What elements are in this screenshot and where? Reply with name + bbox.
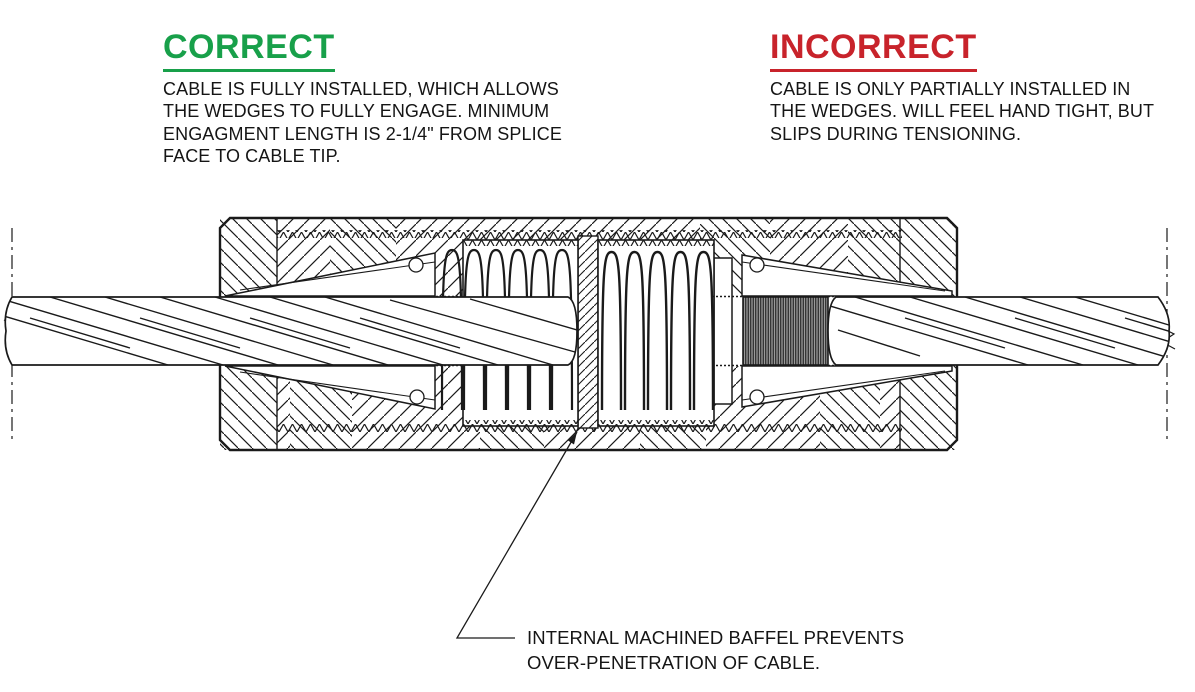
knurled-block [742, 296, 829, 366]
pusher-plate [713, 257, 733, 405]
incorrect-title: INCORRECT [770, 29, 977, 72]
spring-right [600, 250, 715, 411]
correct-desc-line: ENGAGMENT LENGTH IS 2-1/4" FROM SPLICE [163, 123, 562, 144]
callout-line: INTERNAL MACHINED BAFFEL PREVENTS [527, 627, 905, 648]
callout-leader-line [455, 431, 578, 639]
incorrect-desc-line: SLIPS DURING TENSIONING. [770, 123, 1022, 144]
callout-line: OVER-PENETRATION OF CABLE. [527, 651, 821, 673]
incorrect-description: CABLE IS ONLY PARTIALLY INSTALLED IN THE… [770, 78, 1154, 145]
cable-right [827, 296, 1171, 366]
leader-arrowhead [568, 432, 577, 445]
incorrect-desc-line: CABLE IS ONLY PARTIALLY INSTALLED IN [770, 78, 1131, 99]
correct-description: CABLE IS FULLY INSTALLED, WHICH ALLOWS T… [163, 78, 562, 168]
correct-section: CORRECT CABLE IS FULLY INSTALLED, WHICH … [163, 29, 562, 168]
internal-baffle [577, 235, 599, 429]
baffle-callout: INTERNAL MACHINED BAFFEL PREVENTS OVER-P… [527, 626, 904, 675]
spring-left [440, 248, 574, 411]
incorrect-section: INCORRECT CABLE IS ONLY PARTIALLY INSTAL… [770, 29, 1154, 145]
correct-desc-line: CABLE IS FULLY INSTALLED, WHICH ALLOWS [163, 78, 559, 99]
wedges [224, 252, 953, 410]
correct-desc-line: THE WEDGES TO FULLY ENGAGE. MINIMUM [163, 101, 550, 122]
correct-title: CORRECT [163, 29, 335, 72]
incorrect-desc-line: THE WEDGES. WILL FEEL HAND TIGHT, BUT [770, 101, 1155, 122]
correct-desc-line: FACE TO CABLE TIP. [163, 145, 341, 166]
cable-left [4, 296, 578, 366]
